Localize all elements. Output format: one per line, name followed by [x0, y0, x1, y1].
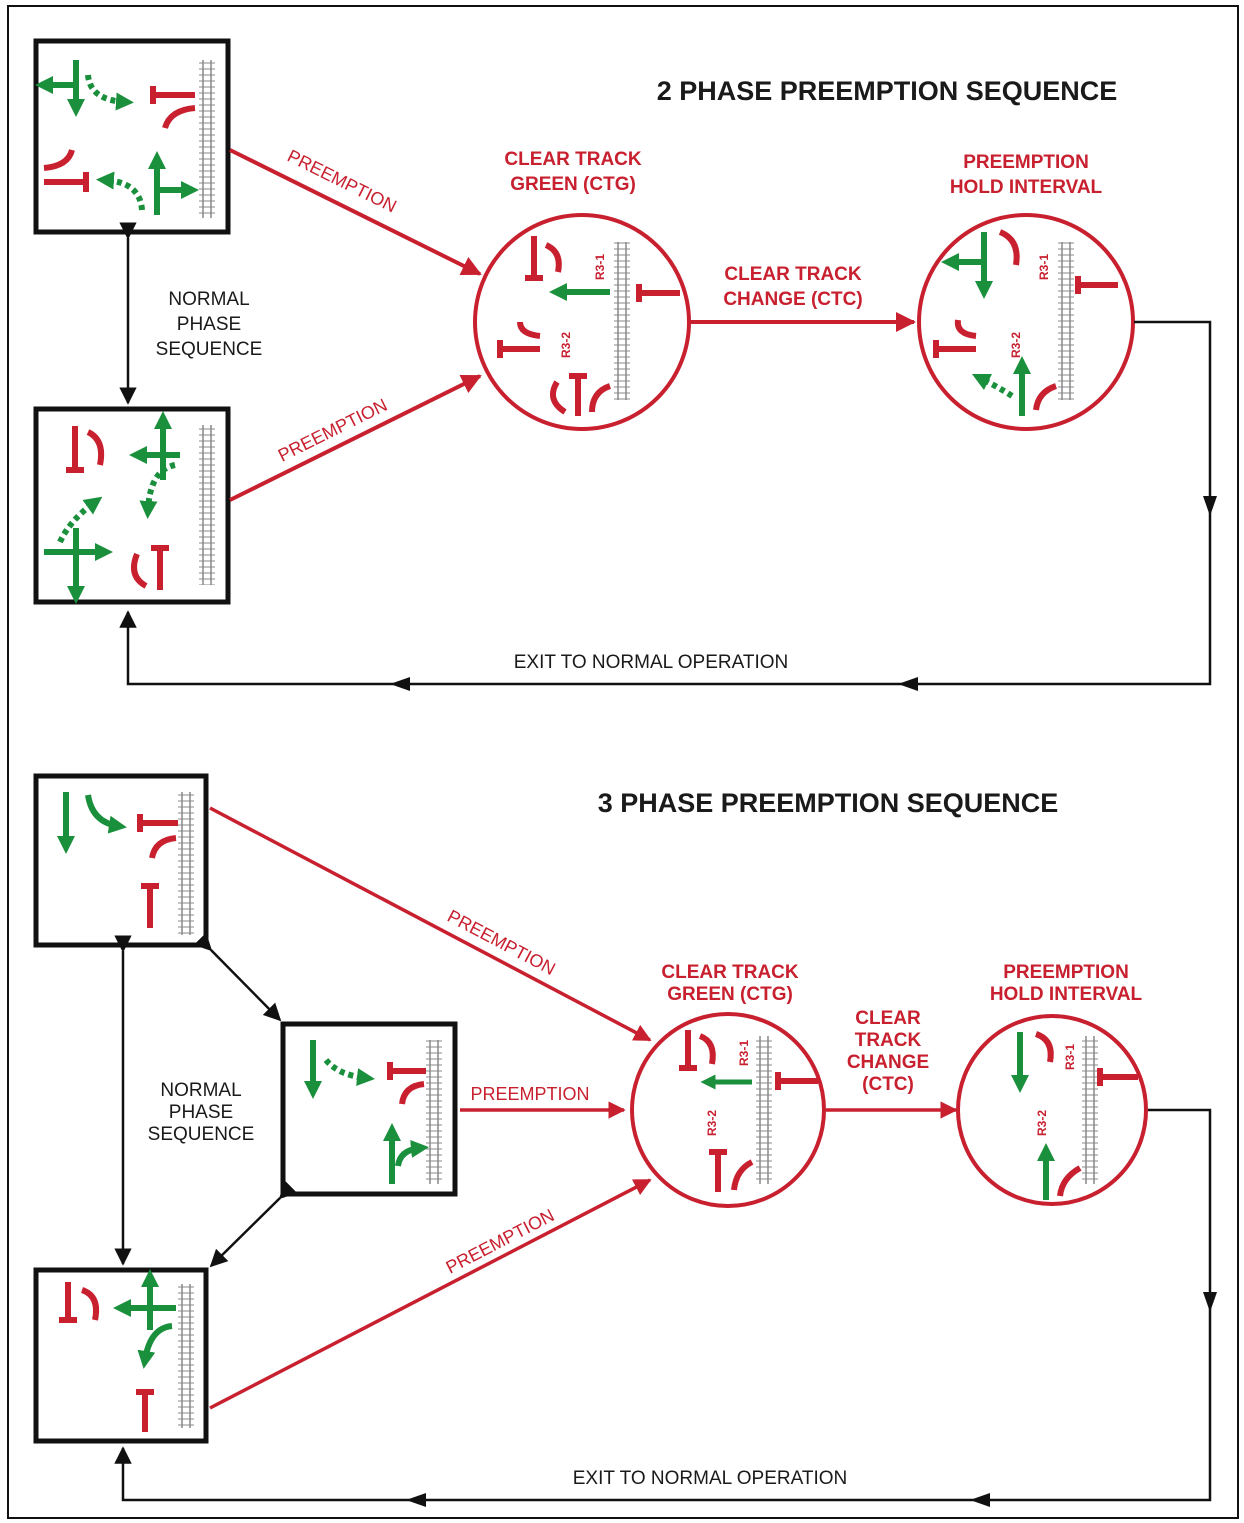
exit-arrowhead: [1203, 1292, 1217, 1312]
ctc-label-2: TRACK: [855, 1030, 922, 1051]
exit-arrowhead: [406, 1493, 426, 1507]
preemption-arrow-b: [229, 374, 482, 502]
railroad-track-icon: [199, 60, 215, 218]
phase-box-bottom-a: [33, 773, 209, 948]
exit-path: [119, 320, 1212, 686]
phase-box-bottom-b: [280, 1021, 458, 1197]
hold-label-2: HOLD INTERVAL: [950, 177, 1103, 198]
green-movement-arrows-icon: [304, 1040, 429, 1184]
hold-state-circle: R3-1 R3-2: [956, 1014, 1148, 1206]
ctc-label-3: CHANGE: [847, 1052, 929, 1073]
exit-arrowhead: [1203, 496, 1217, 516]
exit-path: [114, 1108, 1212, 1502]
two-phase-section: 2 PHASE PREEMPTION SEQUENCE: [33, 38, 1217, 691]
hold-state-circle: R3-1 R3-2: [917, 213, 1135, 431]
railroad-track-icon: [426, 1040, 442, 1184]
ctg-label-2: GREEN (CTG): [667, 984, 793, 1005]
ctg-label-1: CLEAR TRACK: [661, 962, 798, 983]
hold-sign-r32: R3-2: [1009, 332, 1023, 358]
exit-label: EXIT TO NORMAL OPERATION: [573, 1468, 848, 1489]
railroad-track-icon: [178, 1284, 194, 1428]
red-stop-bars-icon: [43, 86, 196, 192]
green-movement-arrows-icon: [35, 60, 199, 215]
hold-label-2: HOLD INTERVAL: [990, 984, 1143, 1005]
phase-box-bottom-c: [33, 1267, 209, 1444]
hold-sign-r31: R3-1: [1063, 1044, 1077, 1070]
ctc-label-4: (CTC): [862, 1074, 914, 1095]
exit-arrowhead: [390, 677, 410, 691]
normal-label-3: SEQUENCE: [148, 1124, 255, 1145]
ctg-state-circle: R3-1 R3-2: [473, 213, 691, 431]
railroad-track-icon: [756, 1036, 772, 1184]
normal-sequence-arrow: [209, 1180, 298, 1268]
ctg-sign-r31: R3-1: [593, 254, 607, 280]
railroad-track-icon: [178, 792, 194, 935]
ctg-label-2: GREEN (CTG): [510, 174, 636, 195]
ctg-sign-r31: R3-1: [737, 1040, 751, 1066]
preemption-label-b: PREEMPTION: [470, 1084, 589, 1104]
normal-label-3: SEQUENCE: [156, 339, 263, 360]
outer-frame: [7, 5, 1239, 1519]
red-stop-bars-icon: [59, 1282, 154, 1432]
ctc-label-1: CLEAR TRACK: [724, 264, 861, 285]
ctc-label-1: CLEAR: [855, 1008, 921, 1029]
red-stop-bars-icon: [1034, 1031, 1138, 1197]
railroad-track-icon: [1058, 242, 1074, 400]
preemption-arrow-c: [209, 1178, 652, 1410]
normal-label-2: PHASE: [169, 1102, 233, 1123]
exit-arrowhead: [970, 1493, 990, 1507]
red-stop-bars-icon: [137, 814, 178, 928]
green-movement-arrows-icon: [941, 232, 1031, 416]
two-phase-title: 2 PHASE PREEMPTION SEQUENCE: [657, 76, 1118, 106]
red-stop-bars-icon: [933, 229, 1118, 411]
hold-sign-r32: R3-2: [1035, 1110, 1049, 1136]
hold-label-1: PREEMPTION: [1003, 962, 1129, 983]
three-phase-title: 3 PHASE PREEMPTION SEQUENCE: [598, 788, 1059, 818]
normal-sequence-arrow: [193, 932, 282, 1022]
ctg-sign-r32: R3-2: [559, 332, 573, 358]
preemption-arrow-a: [229, 148, 482, 276]
red-stop-bars-icon: [497, 236, 680, 416]
red-stop-bars-icon: [387, 1062, 426, 1105]
normal-label-1: NORMAL: [168, 289, 249, 310]
green-movement-arrows-icon: [57, 792, 127, 854]
railroad-track-icon: [614, 242, 630, 400]
hold-label-1: PREEMPTION: [963, 152, 1089, 173]
phase-box-top-b: [33, 406, 231, 605]
ctg-state-circle: R3-1 R3-2: [630, 1012, 826, 1208]
green-movement-arrows-icon: [113, 1269, 176, 1369]
phase-box-top-a: [33, 38, 231, 235]
ctg-label-1: CLEAR TRACK: [504, 149, 641, 170]
exit-arrowhead: [898, 677, 918, 691]
hold-sign-r31: R3-1: [1037, 254, 1051, 280]
preemption-arrow-a: [209, 806, 652, 1042]
red-stop-bars-icon: [679, 1030, 818, 1192]
railroad-track-icon: [1082, 1036, 1098, 1184]
ctc-label-2: CHANGE (CTC): [723, 289, 862, 310]
red-stop-bars-icon: [66, 426, 169, 590]
railroad-track-icon: [199, 425, 215, 585]
three-phase-section: 3 PHASE PREEMPTION SEQUENCE: [33, 773, 1217, 1507]
normal-label-2: PHASE: [177, 314, 241, 335]
normal-label-1: NORMAL: [160, 1080, 241, 1101]
green-movement-arrows-icon: [1011, 1032, 1055, 1200]
preemption-label-c: PREEMPTION: [443, 1205, 558, 1278]
green-movement-arrows-icon: [44, 411, 180, 604]
ctg-sign-r32: R3-2: [705, 1110, 719, 1136]
exit-label: EXIT TO NORMAL OPERATION: [514, 652, 789, 673]
